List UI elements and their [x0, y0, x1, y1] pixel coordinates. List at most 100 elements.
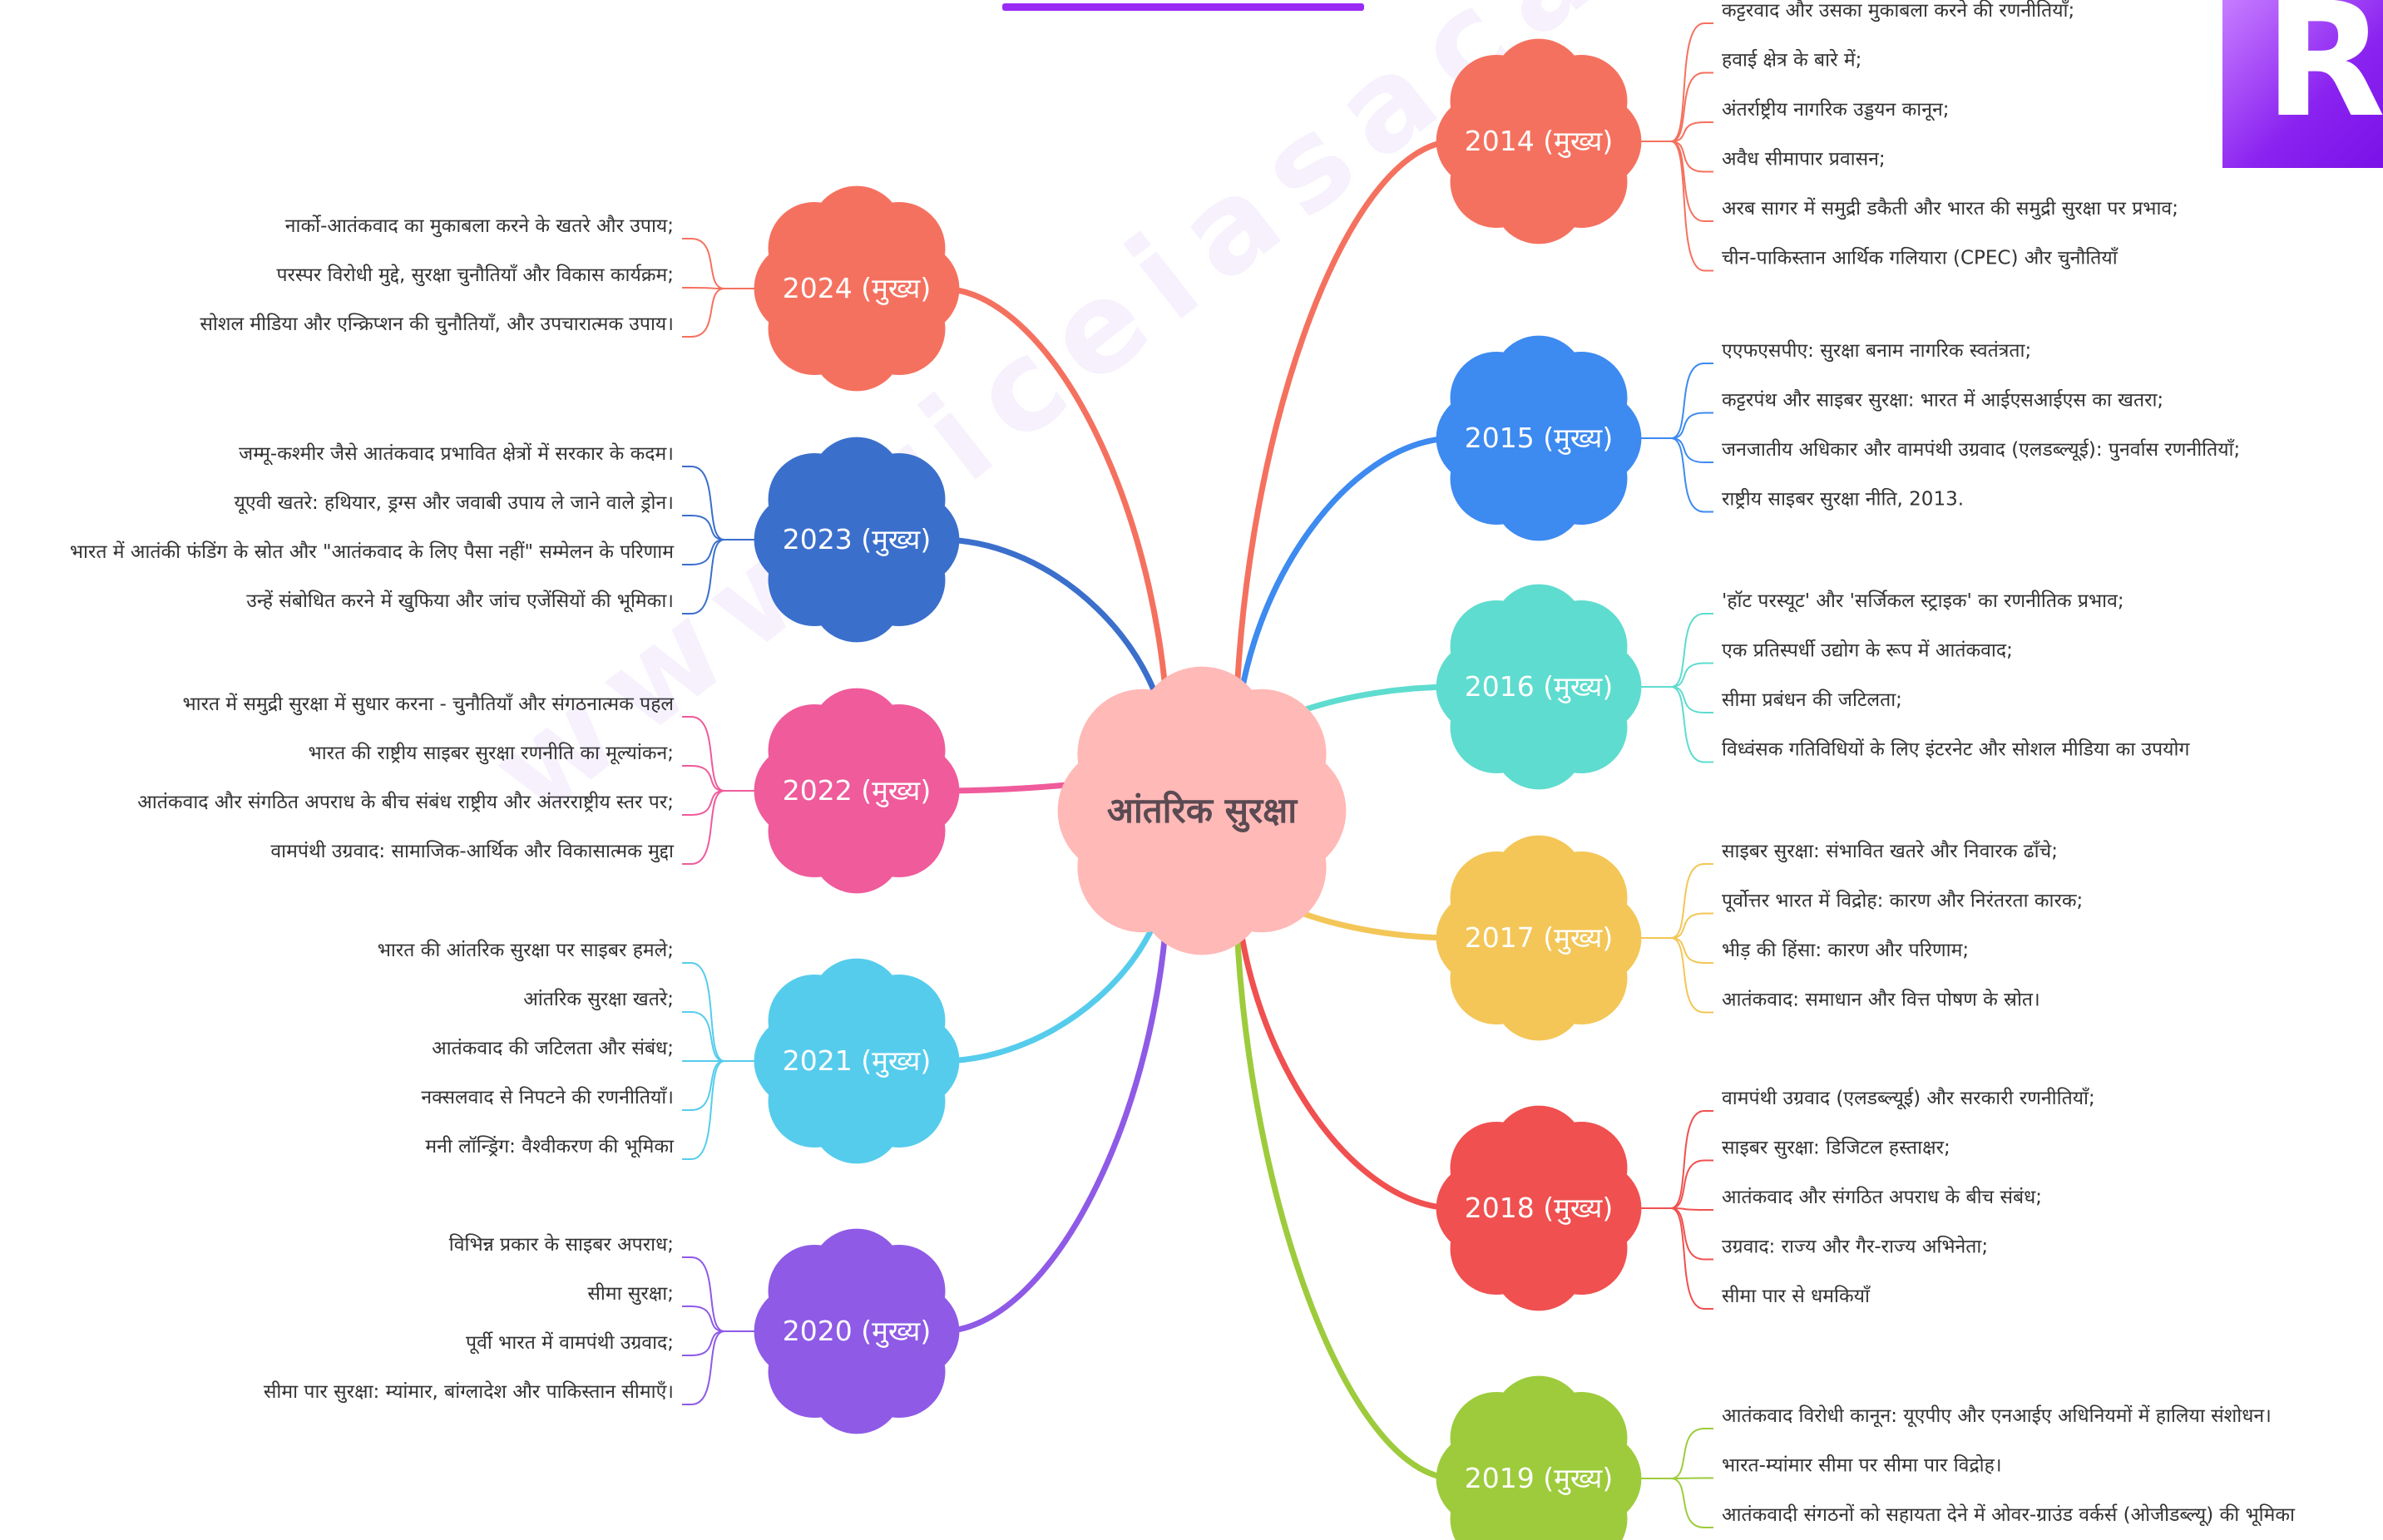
year-label: 2023 (मुख्य) — [783, 523, 931, 556]
topic-connector — [682, 1060, 764, 1111]
year-bubble — [1436, 38, 1642, 244]
topic-connector — [1631, 121, 1713, 142]
year-label: 2018 (मुख्य) — [1465, 1192, 1613, 1225]
title-underline — [1002, 3, 1364, 11]
year-label: 2024 (मुख्य) — [783, 272, 931, 305]
year-bubble — [1436, 835, 1642, 1041]
topic-connector — [1631, 1478, 1713, 1528]
topic-text: जनजातीय अधिकार और वामपंथी उग्रवाद (एलडब्… — [1722, 438, 2240, 462]
topic-connector — [1631, 1207, 1713, 1310]
central-topic-label: आंतरिक सुरक्षा — [1107, 790, 1298, 832]
branch-connector — [1232, 857, 1458, 1482]
year-label: 2014 (मुख्य) — [1465, 125, 1613, 158]
topic-connector — [1631, 912, 1713, 939]
central-topic-bubble — [1057, 666, 1347, 955]
topic-connector — [1631, 22, 1713, 142]
topic-text: परस्पर विरोधी मुद्दे, सुरक्षा चुनौतियाँ … — [276, 264, 674, 287]
topic-connector — [1631, 72, 1713, 142]
year-bubble — [1436, 1105, 1642, 1311]
topic-connector — [682, 765, 764, 792]
topic-text: यूएवी खतरे: हथियार, ड्रग्स और जवाबी उपाय… — [235, 491, 674, 515]
topic-text: पूर्वी भारत में वामपंथी उग्रवाद; — [466, 1331, 674, 1355]
topic-text: उग्रवाद: राज्य और गैर-राज्य अभिनेता; — [1722, 1236, 1988, 1258]
topic-text: भारत में समुद्री सुरक्षा में सुधार करना … — [182, 693, 674, 716]
topic-connector — [1631, 686, 1713, 713]
topic-connector — [1631, 437, 1713, 513]
topic-connector — [682, 539, 764, 565]
topic-text: अवैध सीमापार प्रवासन; — [1722, 148, 1886, 170]
topic-connector — [682, 539, 764, 615]
topic-text: कट्टरपंथ और साइबर सुरक्षा: भारत में आईएस… — [1722, 389, 2163, 412]
logo-r-icon: R — [2264, 0, 2383, 152]
year-label: 2016 (मुख्य) — [1465, 670, 1613, 703]
topic-text: नार्को-आतंकवाद का मुकाबला करने के खतरे औ… — [285, 215, 674, 238]
topic-text: आंतरिक सुरक्षा खतरे; — [523, 988, 674, 1011]
topic-connector — [682, 716, 764, 792]
year-label: 2021 (मुख्य) — [783, 1044, 931, 1078]
topic-text: नक्सलवाद से निपटने की रणनीतियाँ। — [421, 1086, 674, 1108]
topic-connector — [1631, 1207, 1713, 1261]
topic-connector — [682, 1256, 764, 1332]
topic-text: कट्टरवाद और उसका मुकाबला करने की रणनीतिय… — [1722, 0, 2074, 22]
topic-connector — [1631, 141, 1713, 272]
topic-text: सीमा पार सुरक्षा: म्यांमार, बांग्लादेश औ… — [264, 1380, 674, 1404]
topic-text: भारत-म्यांमार सीमा पर सीमा पार विद्रोह। — [1722, 1454, 2002, 1477]
topic-connector — [682, 790, 764, 816]
topic-text: हवाई क्षेत्र के बारे में; — [1722, 49, 1861, 72]
topic-text: अरब सागर में समुद्री डकैती और भारत की सम… — [1722, 197, 2178, 220]
year-bubble — [1436, 335, 1642, 541]
topic-text: साइबर सुरक्षा: संभावित खतरे और निवारक ढा… — [1722, 840, 2058, 863]
topic-text: विध्वंसक गतिविधियों के लिए इंटरनेट और सो… — [1722, 738, 2190, 761]
topic-connector — [1631, 937, 1713, 964]
topic-connector — [682, 1306, 764, 1332]
topic-connector — [1631, 437, 1713, 463]
topic-connector — [682, 1011, 764, 1062]
topic-connector — [1631, 1159, 1713, 1209]
topic-text: आतंकवादी संगठनों को सहायता देने में ओवर-… — [1722, 1503, 2296, 1527]
topic-text: 'हॉट परस्यूट' और 'सर्जिकल स्ट्राइक' का र… — [1722, 590, 2124, 613]
topic-connector — [682, 1330, 764, 1356]
topic-connector — [682, 515, 764, 540]
topic-text: आतंकवाद की जटिलता और संबंध; — [432, 1037, 674, 1059]
topic-connector — [1631, 613, 1713, 688]
branch-connector — [937, 285, 1172, 764]
year-label: 2019 (मुख्य) — [1465, 1462, 1613, 1495]
topic-text: सोशल मीडिया और एन्क्रिप्शन की चुनौतियाँ,… — [200, 313, 674, 336]
topic-connector — [682, 288, 764, 338]
topic-text: सीमा पार से धमकियाँ — [1722, 1285, 1871, 1307]
topic-connector — [1631, 412, 1713, 439]
topic-text: भारत की राष्ट्रीय साइबर सुरक्षा रणनीति क… — [309, 742, 674, 765]
topic-connector — [1631, 1110, 1713, 1209]
topic-connector — [682, 238, 764, 289]
topic-connector — [682, 790, 764, 865]
topic-text: आतंकवाद विरोधी कानून: यूएपीए और एनआईए अध… — [1722, 1404, 2272, 1428]
topic-text: भारत में आतंकी फंडिंग के स्रोत और "आतंकव… — [70, 540, 675, 563]
topic-text: भारत की आंतरिक सुरक्षा पर साइबर हमले; — [378, 939, 674, 962]
topic-text: उन्हें संबोधित करने में खुफिया और जांच ए… — [246, 590, 674, 613]
topic-connector — [682, 466, 764, 540]
year-bubble — [1436, 584, 1642, 790]
topic-text: विभिन्न प्रकार के साइबर अपराध; — [449, 1233, 674, 1256]
topic-connector — [1631, 141, 1713, 222]
branch-connector — [1232, 138, 1458, 764]
topic-text: सीमा प्रबंधन की जटिलता; — [1722, 689, 1902, 711]
topic-connector — [682, 1060, 764, 1160]
year-label: 2017 (मुख्य) — [1465, 921, 1613, 955]
branch-connector — [937, 857, 1172, 1335]
topic-text: भीड़ की हिंसा: कारण और परिणाम; — [1722, 939, 1969, 961]
topic-text: आतंकवाद और संगठित अपराध के बीच संबंध राष… — [137, 791, 674, 813]
topic-text: वामपंथी उग्रवाद (एलडब्ल्यूई) और सरकारी र… — [1722, 1087, 2095, 1110]
year-label: 2020 (मुख्य) — [783, 1315, 931, 1348]
topic-text: आतंकवाद और संगठित अपराध के बीच संबंध; — [1722, 1186, 2042, 1208]
topic-text: साइबर सुरक्षा: डिजिटल हस्ताक्षर; — [1722, 1137, 1950, 1160]
topic-text: चीन-पाकिस्तान आर्थिक गलियारा (CPEC) और च… — [1722, 247, 2119, 270]
brand-logo: R — [2222, 0, 2383, 168]
year-bubble — [1436, 1375, 1642, 1540]
year-bubble — [754, 185, 960, 392]
topic-text: जम्मू-कश्मीर जैसे आतंकवाद प्रभावित क्षेत… — [239, 442, 674, 466]
topic-connector — [1631, 863, 1713, 939]
topic-connector — [1631, 686, 1713, 763]
topic-connector — [682, 1330, 764, 1405]
topic-text: अंतर्राष्ट्रीय नागरिक उड्डयन कानून; — [1722, 98, 1949, 121]
